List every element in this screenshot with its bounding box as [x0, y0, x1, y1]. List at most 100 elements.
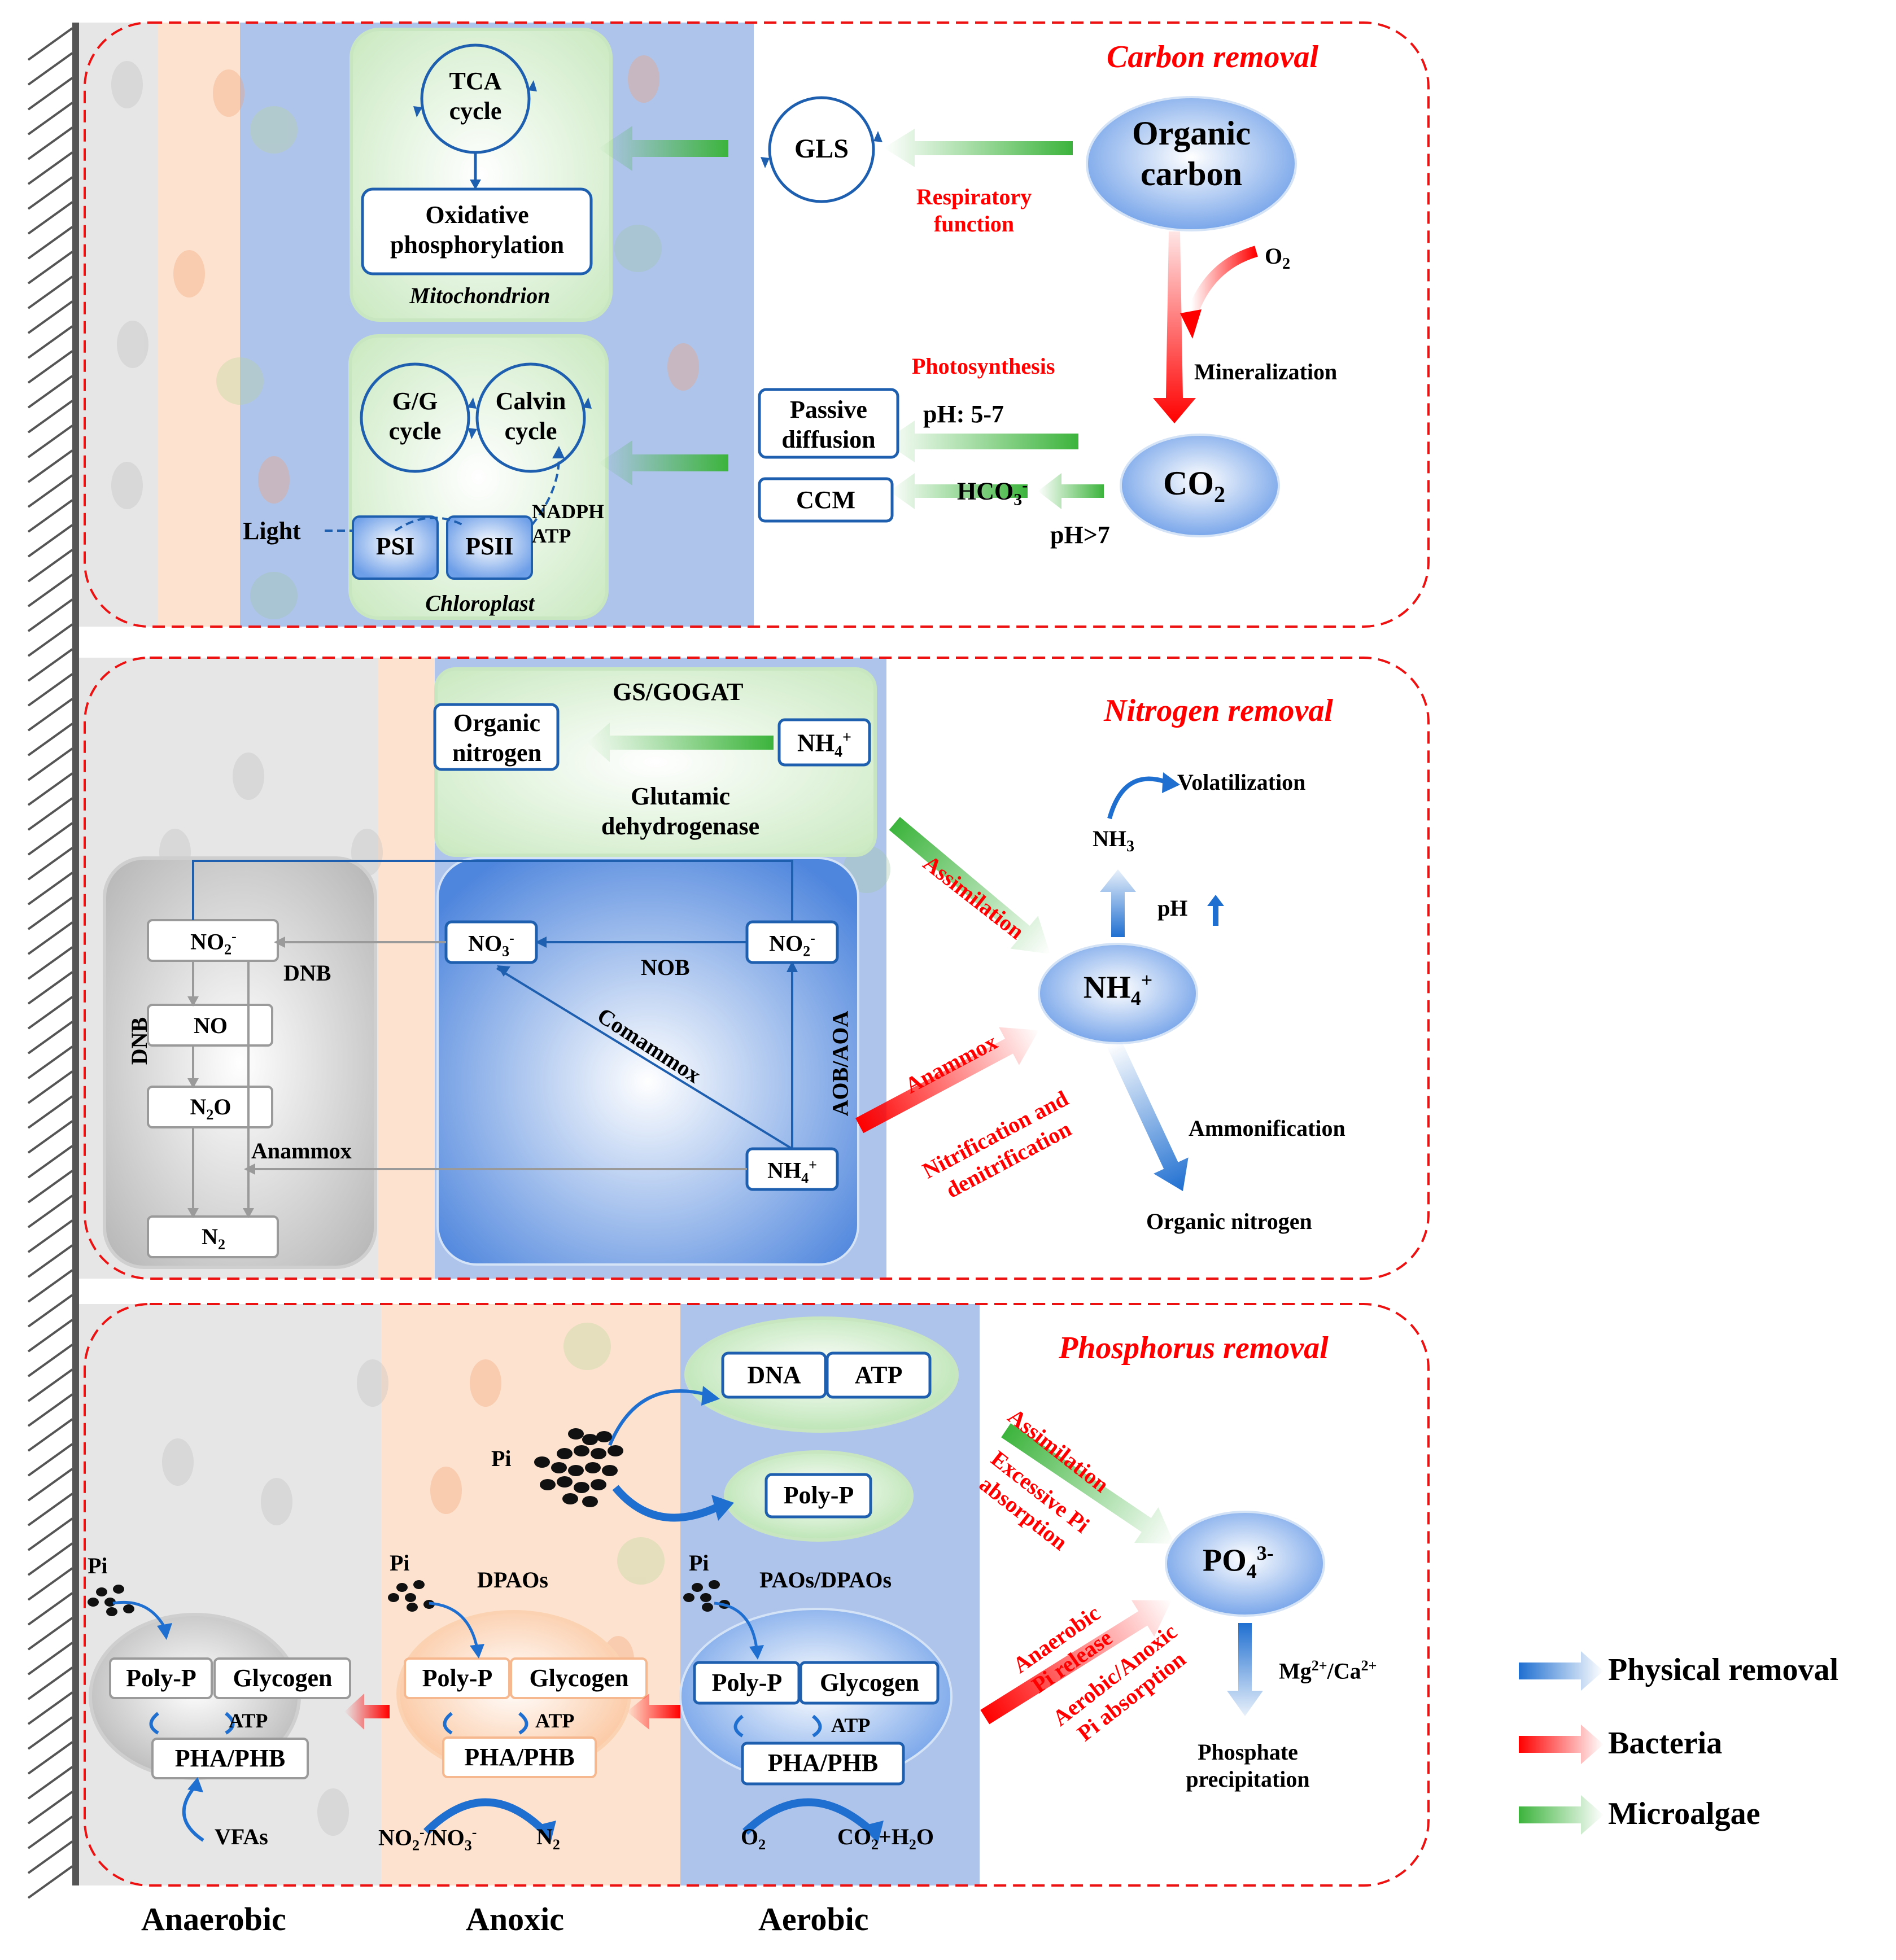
oxphos-box [361, 187, 593, 275]
pi-dot [88, 1598, 99, 1607]
zone-aerobic-label: Aerobic [758, 1901, 869, 1937]
hco3-label: HCO3- [957, 476, 1028, 509]
wall-hatch-line [27, 1344, 73, 1377]
ccm-box [758, 477, 894, 523]
pi-dot [683, 1593, 694, 1602]
wall-hatch-line [27, 1865, 73, 1899]
polyp-anoxic-label: Poly-P [422, 1664, 493, 1692]
o2-label: O2 [1265, 243, 1291, 273]
pi-dot [582, 1496, 598, 1507]
dpaos-label: DPAOs [477, 1567, 548, 1593]
wall-hatch-line [27, 623, 73, 657]
paos-label: PAOs/DPAOs [759, 1567, 892, 1593]
pi-dot [702, 1603, 713, 1612]
nh4-box-label: NH4+ [797, 729, 851, 761]
atp-label: ATP [854, 1361, 903, 1389]
pi-dot [562, 1493, 578, 1504]
nob-label: NOB [641, 955, 690, 980]
chloroplast-label: Chloroplast [425, 590, 535, 616]
wall-hatch-line [27, 847, 73, 881]
carbon-title: Carbon removal [1107, 40, 1318, 75]
wall-hatch-line [27, 1145, 73, 1179]
wall-hatch-line [27, 1517, 73, 1551]
pi-dot [591, 1479, 606, 1490]
light-label: Light [243, 517, 301, 545]
pi-dot [568, 1428, 584, 1440]
wall-hatch-line [27, 176, 73, 210]
wall-hatch-line [27, 1095, 73, 1129]
gls-label: GLS [794, 134, 849, 164]
pi-dot [574, 1482, 589, 1493]
atp-cycle-arrow [733, 1714, 744, 1738]
dnb-label: DNB [283, 960, 331, 986]
pi-dot [396, 1583, 408, 1592]
gsgogat-label: GS/GOGAT [613, 678, 744, 706]
wall-hatch-line [27, 1642, 73, 1675]
wall-hatch-line [27, 1468, 73, 1502]
pi-dot [574, 1445, 589, 1456]
volatilization-label: Volatilization [1177, 769, 1306, 795]
pi-dot [602, 1465, 618, 1476]
o2-p-label: O2 [741, 1824, 766, 1853]
wall-hatch-line [27, 524, 73, 558]
pi-dot [104, 1598, 116, 1607]
dnb-vertical-label: DNB [126, 1017, 152, 1065]
pi-dot [585, 1462, 601, 1473]
wall-hatch-line [27, 325, 73, 359]
pi-dot [388, 1593, 399, 1602]
pi-dot [557, 1448, 573, 1459]
wall-hatch-line [27, 698, 73, 732]
mgca-label: Mg2+/Ca2+ [1279, 1657, 1377, 1684]
gls-cycle [768, 96, 875, 203]
anammox-grey-label: Anammox [251, 1138, 352, 1163]
pi-dot [106, 1607, 117, 1616]
pi-main-label: Pi [491, 1446, 512, 1471]
no-label: NO [194, 1013, 228, 1038]
pi-dot [551, 1462, 567, 1473]
pi-anaerobic-label: Pi [88, 1553, 108, 1578]
wall-hatch-line [27, 1418, 73, 1452]
mitochondrion-label: Mitochondrion [409, 283, 551, 308]
no2-blue-label: NO2- [769, 930, 815, 960]
pi-dot [582, 1434, 598, 1445]
glycogen-aerobic-label: Glycogen [820, 1669, 919, 1696]
ph7-label: pH>7 [1050, 521, 1110, 549]
wall-hatch-line [27, 921, 73, 955]
wall-hatch-line [27, 549, 73, 583]
psii-box [446, 515, 533, 580]
po4-label: PO43- [1203, 1542, 1274, 1582]
pha-aerobic-label: PHA/PHB [767, 1749, 879, 1777]
nitrogen-section [103, 667, 1224, 1269]
wall-hatch-line [27, 27, 73, 61]
wall-hatch-line [27, 1368, 73, 1402]
wall-hatch-line [27, 375, 73, 409]
ph-up-label: pH [1157, 895, 1188, 921]
wall-hatch-line [27, 574, 73, 607]
wall-hatch-line [27, 275, 73, 309]
wall-hatch-line [27, 201, 73, 235]
polyp-aerobic-label: Poly-P [711, 1669, 783, 1696]
pi-dot [608, 1445, 623, 1456]
pi-dot [709, 1580, 720, 1589]
pi-anoxic-label: Pi [390, 1550, 410, 1576]
atp-anaerobic-label: ATP [229, 1709, 268, 1732]
passive-diffusion-box [758, 388, 899, 459]
pi-dot [113, 1585, 124, 1594]
n2-label: N2 [202, 1224, 225, 1253]
pi-dot [123, 1604, 134, 1613]
pi-dot [405, 1593, 416, 1602]
legend-arrows [1519, 1651, 1604, 1835]
wall-hatch-line [27, 1294, 73, 1328]
pi-aerobic-label: Pi [689, 1550, 709, 1576]
wall-hatch-line [27, 1741, 73, 1775]
nitrogen-title: Nitrogen removal [1104, 693, 1333, 728]
ammonification-label: Ammonification [1189, 1115, 1345, 1141]
wall-hatch-line [27, 598, 73, 632]
wall-hatch-line [27, 1567, 73, 1601]
